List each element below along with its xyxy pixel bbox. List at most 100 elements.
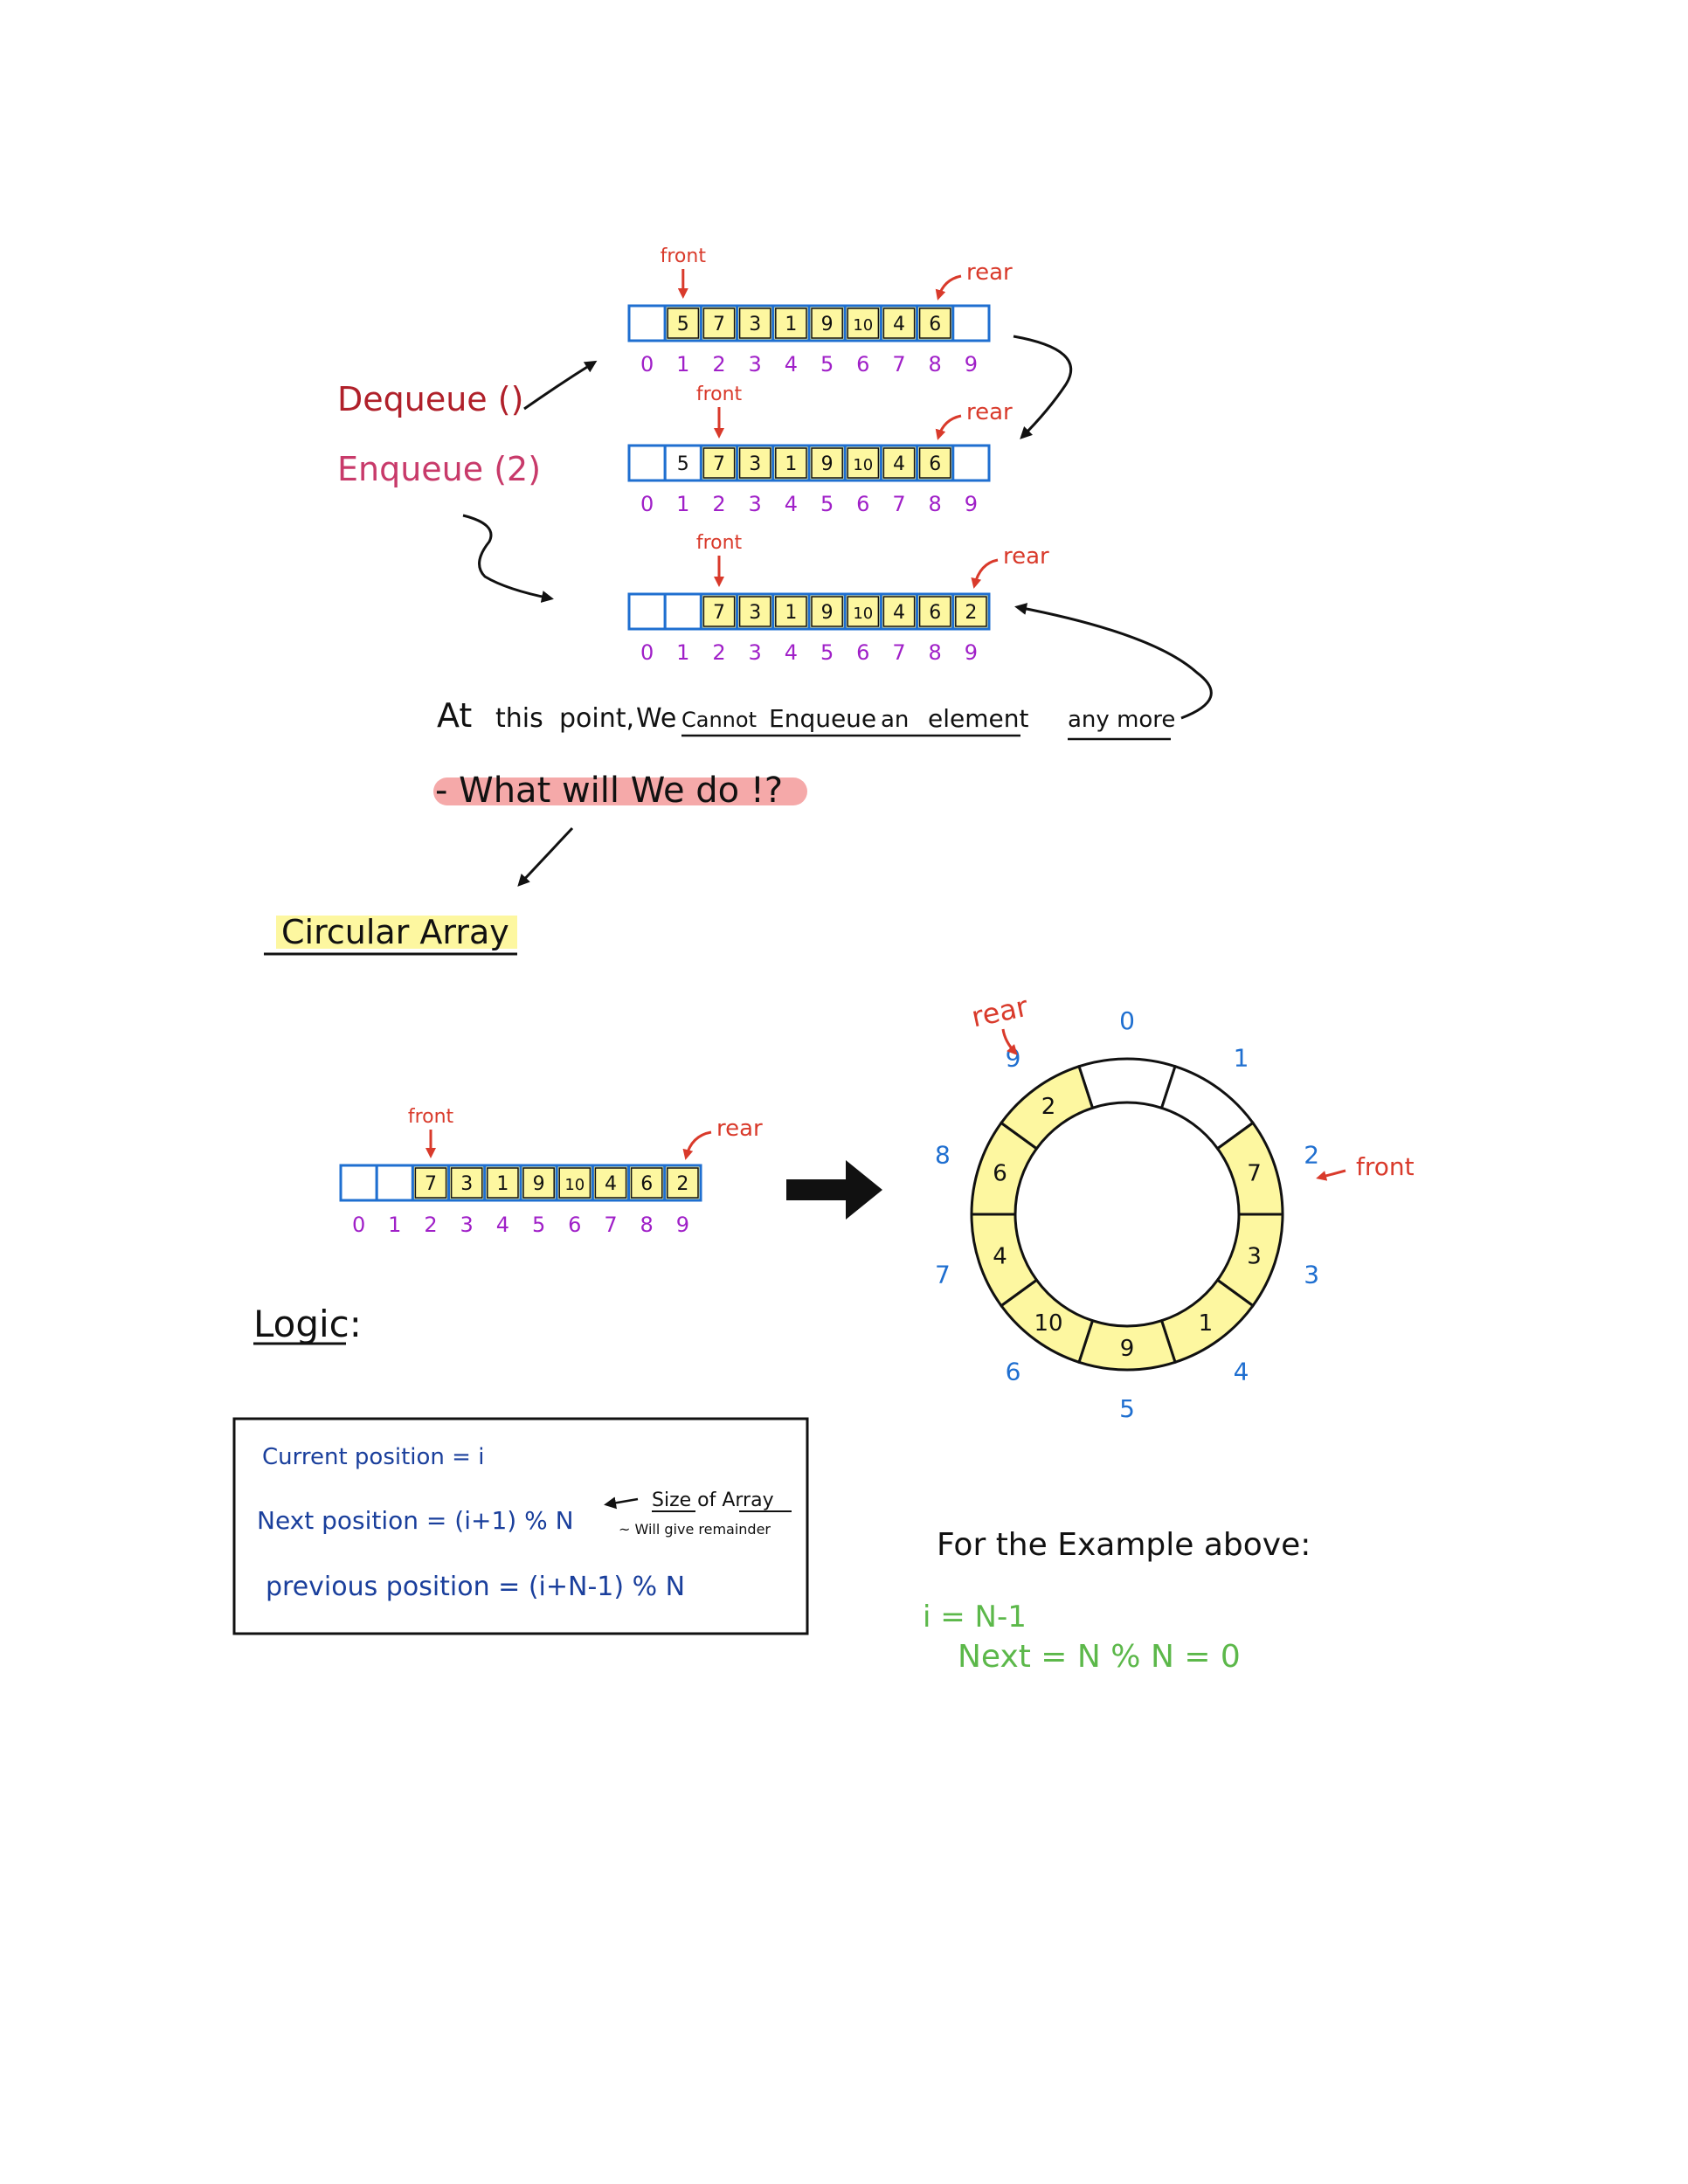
array-cell-inner: [558, 1167, 591, 1199]
array-index: 9: [965, 492, 978, 516]
array-index: 8: [929, 492, 942, 516]
array-cell-inner: [847, 596, 880, 627]
ring-index: 2: [1304, 1140, 1319, 1169]
array-cell: [951, 592, 991, 631]
ring-rear-label: rear: [968, 990, 1031, 1034]
array-index: 2: [424, 1213, 437, 1237]
array-cell-inner: [811, 447, 843, 479]
front-label: front: [696, 384, 743, 405]
array-cell-value: 1: [785, 314, 797, 335]
array-cell-value: 7: [425, 1173, 437, 1195]
array-cell-value: 7: [713, 314, 725, 335]
ring-index: 7: [935, 1261, 951, 1289]
array-index: 2: [712, 352, 725, 377]
section-title-highlight: [276, 916, 517, 949]
array-cell-value: 9: [821, 602, 834, 624]
logic-next: Next position = (i+1) % N: [257, 1506, 574, 1535]
ring-index: 0: [1119, 1006, 1135, 1035]
array-cell-value: 4: [893, 602, 905, 624]
logic-remainder-note: ~ Will give remainder: [619, 1521, 771, 1538]
enqueue-label: Enqueue (2): [337, 450, 541, 488]
statement-word-we: We: [636, 703, 676, 734]
array-cell-inner: [667, 1167, 699, 1199]
array-cell-inner: [522, 1167, 555, 1199]
array-index: 4: [785, 492, 798, 516]
array-cell-inner: [882, 308, 916, 339]
rear-label: rear: [966, 259, 1013, 286]
array-index: 4: [785, 640, 798, 665]
array-cell-value: 6: [929, 314, 941, 335]
array-index: 3: [749, 352, 762, 377]
section-title: Circular Array: [281, 913, 509, 951]
array-cell: [699, 304, 739, 342]
array-index: 1: [676, 352, 689, 377]
array-cell-inner: [775, 596, 807, 627]
array-cell-inner: [775, 308, 807, 339]
transform-arrow: [786, 1160, 882, 1220]
ring-index: 9: [1006, 1043, 1021, 1072]
ring-index: 8: [935, 1140, 951, 1169]
array-cell-value: 9: [533, 1173, 545, 1195]
array-cell-value: 4: [893, 314, 905, 335]
ring-front-pointer: front: [1316, 1152, 1415, 1181]
array-cell-inner: [847, 308, 880, 339]
statement: At this point, We Cannot Enqueue an elem…: [437, 696, 1175, 735]
array-cell: [663, 444, 702, 482]
array-cell-value: 10: [853, 316, 873, 335]
array-index: 8: [640, 1213, 654, 1237]
ring-cell-value: 10: [1034, 1310, 1063, 1337]
array-cell-inner: [955, 596, 987, 627]
array-cell-inner: [847, 447, 880, 479]
array-index: 6: [856, 640, 869, 665]
array-cell-value: 3: [749, 602, 761, 624]
array-cell-value: 7: [713, 602, 725, 624]
ring-index: 1: [1234, 1043, 1249, 1072]
ring-index: 3: [1304, 1261, 1319, 1289]
logic-title: Logic:: [253, 1303, 362, 1345]
ring-cell-value: 4: [993, 1243, 1007, 1269]
array-cell-value: 3: [749, 314, 761, 335]
ring-cell: [1077, 1057, 1177, 1110]
ring-cell-value: 6: [993, 1161, 1007, 1187]
array-cell-inner: [667, 308, 700, 339]
array-cell: [663, 592, 702, 631]
array-cell-value: 4: [893, 453, 905, 475]
enqueue-arrow: [462, 514, 554, 603]
array-index: 6: [856, 352, 869, 377]
array-cell-value: 3: [749, 453, 761, 475]
array-cell-value: 9: [821, 453, 834, 475]
array-index: 7: [892, 492, 905, 516]
array-cell-value: 10: [853, 605, 873, 623]
array-cell: [591, 1164, 631, 1202]
statement-word-at: At: [437, 696, 472, 735]
array-cell-inner: [775, 447, 807, 479]
ring-cell-value: 2: [1041, 1094, 1056, 1120]
ring-cell-value: 1: [1199, 1310, 1214, 1337]
array-index: 0: [640, 352, 654, 377]
array-index: 3: [749, 640, 762, 665]
array-cell-inner: [738, 596, 771, 627]
question-arrow: [517, 826, 574, 887]
statement-word-element: element: [928, 704, 1028, 733]
array-index: 7: [604, 1213, 617, 1237]
array-cell-value: 5: [677, 314, 689, 335]
front-label: front: [696, 532, 743, 554]
array-cell-value: 6: [929, 453, 941, 475]
array-index: 2: [712, 492, 725, 516]
dequeue-label: Dequeue (): [337, 380, 523, 418]
array-cell-value: 2: [676, 1173, 688, 1195]
transition-arrow-2: [1014, 603, 1213, 720]
array-index: 6: [856, 492, 869, 516]
array-index: 5: [820, 640, 834, 665]
rear-arrow: [682, 1130, 712, 1160]
array-cell-inner: [811, 308, 843, 339]
array-cell-value: 5: [677, 453, 689, 475]
array-cell: [447, 1164, 487, 1202]
rear-arrow: [971, 558, 999, 589]
array-cell-value: 6: [640, 1173, 653, 1195]
statement-word-enqueue: Enqueue: [769, 704, 876, 733]
array-index: 7: [892, 352, 905, 377]
statement-word-point: point,: [559, 703, 634, 734]
